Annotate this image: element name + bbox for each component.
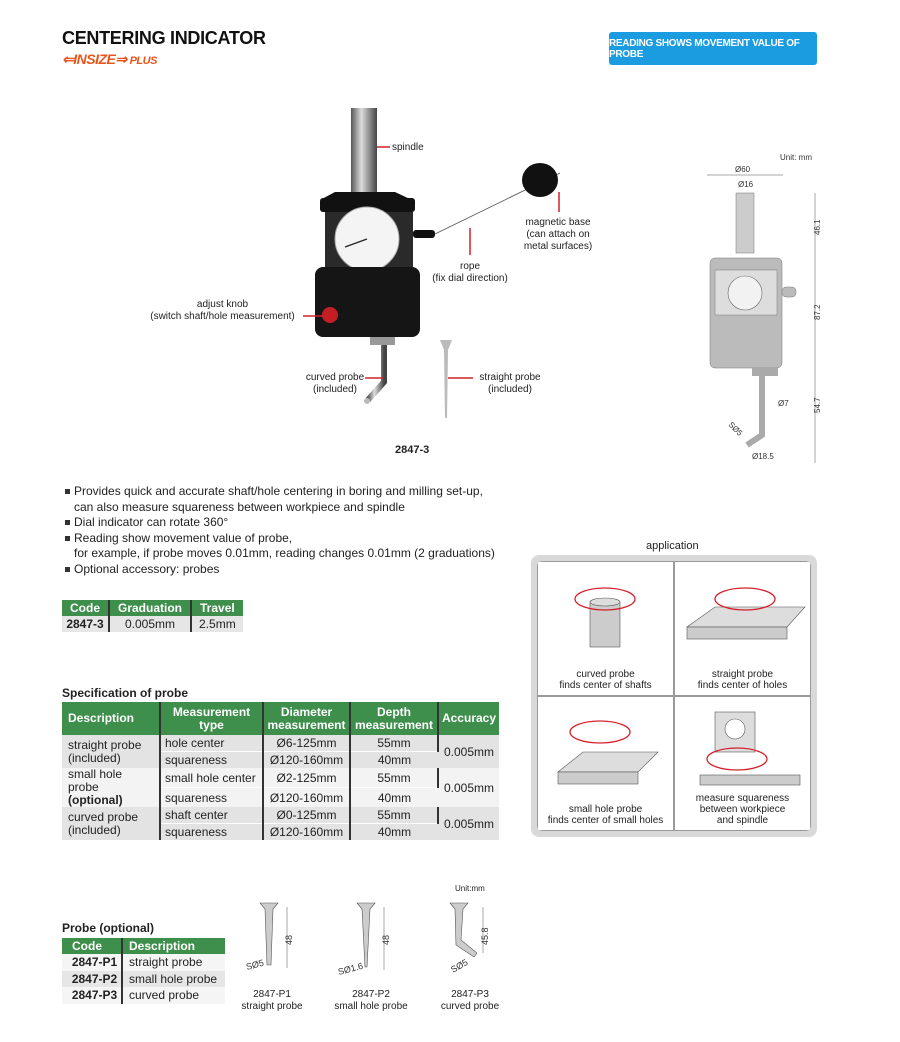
spec-table: Description Measurement type Diameter me… [62, 702, 499, 840]
dim-d18: Ø18.5 [752, 452, 774, 461]
brand-logo: ⇐INSIZE⇒PLUS [62, 51, 158, 67]
feature-item: Optional accessory: probes [65, 562, 495, 578]
label-line: straight probe [479, 372, 541, 383]
col-header: Code [62, 600, 110, 616]
label-line: (included) [488, 384, 532, 395]
application-title: application [646, 540, 699, 552]
label-line: magnetic base [525, 217, 591, 228]
label-line: (fix dial direction) [432, 273, 508, 284]
magnetic-base [522, 163, 558, 197]
col-header: Travel [191, 600, 243, 616]
feature-item: Provides quick and accurate shaft/hole c… [65, 484, 495, 515]
dim-d7: Ø7 [778, 399, 789, 408]
col-header: Graduation [109, 600, 193, 616]
brand-suffix: PLUS [129, 55, 158, 67]
svg-text:SØ5: SØ5 [449, 957, 470, 975]
model-number: 2847-3 [395, 444, 430, 456]
spec-title: Specification of probe [62, 686, 189, 700]
col-header: Depth measurement [350, 702, 439, 735]
col-header: Code [62, 938, 123, 954]
brand-name: INSIZE [73, 51, 116, 67]
table-row: small hole probe(optional)small hole cen… [62, 768, 499, 807]
dim-d16: Ø16 [738, 180, 754, 189]
label-rope: rope (fix dial direction) [420, 261, 520, 285]
spindle-shaft [351, 108, 377, 193]
dimension-drawing: Unit: mm Ø60 Ø16 46.1 87.2 54.7 Ø7 SØ5 Ø… [707, 153, 822, 463]
col-header: Diameter measurement [263, 702, 351, 735]
col-header: Description [122, 938, 225, 954]
svg-text:45.8: 45.8 [480, 927, 490, 945]
label-line: (included) [313, 384, 357, 395]
feature-list: Provides quick and accurate shaft/hole c… [65, 484, 495, 577]
feature-badge: READING SHOWS MOVEMENT VALUE OF PROBE [609, 32, 817, 65]
col-header: Measurement type [160, 702, 264, 735]
label-line: (can attach on [526, 229, 590, 240]
label-line: (switch shaft/hole measurement) [150, 311, 295, 322]
label-curved-probe: curved probe (included) [295, 372, 375, 396]
dim-h3: 54.7 [813, 397, 822, 413]
product-photo [303, 108, 561, 418]
label-adjust-knob: adjust knob (switch shaft/hole measureme… [140, 299, 305, 323]
dim-h2: 87.2 [813, 304, 822, 320]
probe-unit-label: Unit:mm [455, 884, 485, 893]
probe-title: Probe (optional) [62, 921, 154, 935]
label-magnetic-base: magnetic base (can attach on metal surfa… [508, 217, 608, 253]
label-straight-probe: straight probe (included) [470, 372, 550, 396]
col-header: Description [62, 702, 161, 735]
label-spindle: spindle [392, 142, 424, 153]
adjust-knob [322, 307, 338, 323]
label-line: rope [459, 261, 480, 272]
col-header: Accuracy [438, 702, 499, 735]
label-line: adjust knob [196, 299, 249, 310]
dim-d60: Ø60 [735, 165, 751, 174]
feature-item: Dial indicator can rotate 360° [65, 515, 495, 531]
svg-text:SØ5: SØ5 [245, 958, 265, 972]
label-line: metal surfaces) [523, 241, 593, 252]
svg-text:SØ1.6: SØ1.6 [337, 961, 364, 975]
straight-probe [440, 340, 452, 418]
unit-label: Unit: mm [780, 153, 812, 162]
svg-text:48: 48 [284, 935, 294, 945]
dim-s5: SØ5 [727, 420, 745, 438]
dim-h1: 46.1 [813, 219, 822, 235]
label-line: curved probe [305, 372, 365, 383]
svg-text:48: 48 [381, 935, 391, 945]
feature-item: Reading show movement value of probe,for… [65, 531, 495, 562]
page-title: CENTERING INDICATOR [62, 28, 266, 48]
